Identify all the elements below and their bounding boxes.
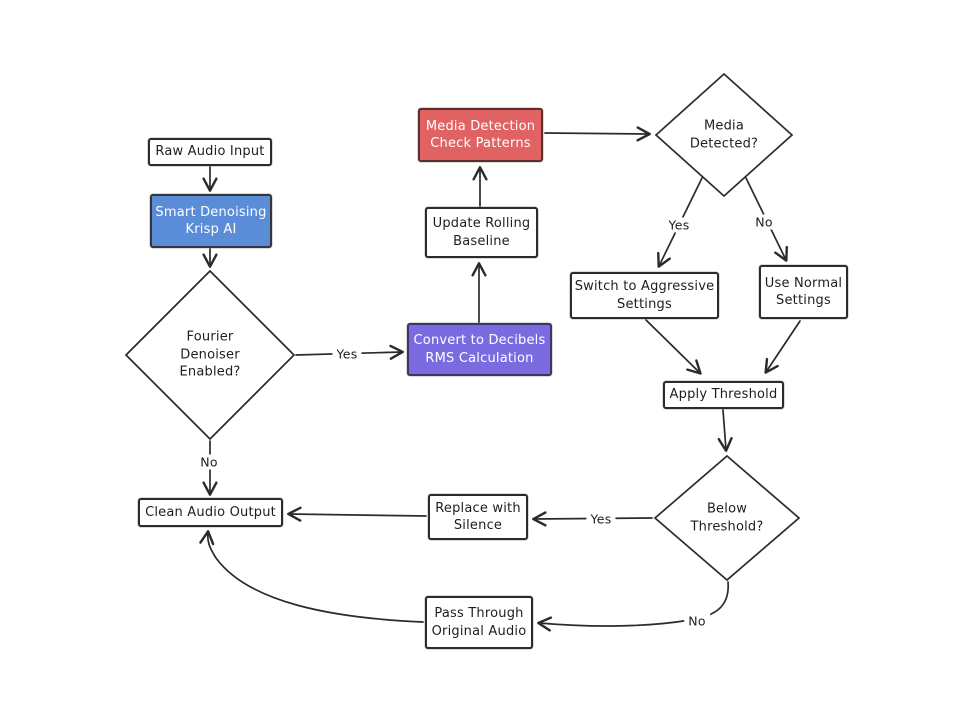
edge-threshold-to-below xyxy=(717,409,733,452)
decision-media-detected-label: Media Detected? xyxy=(689,118,759,151)
decision-below-threshold-shape xyxy=(653,454,801,582)
edge-label-fourier-yes: Yes xyxy=(332,346,362,362)
decision-fourier-denoiser-label: Fourier Denoiser Enabled? xyxy=(179,329,241,380)
decision-below-threshold-label: Below Threshold? xyxy=(690,501,764,534)
edge-label-media-yes: Yes xyxy=(664,217,694,233)
node-clean-audio-output: Clean Audio Output xyxy=(138,498,283,527)
node-apply-threshold: Apply Threshold xyxy=(663,381,784,409)
node-smart-denoising-krisp-ai: Smart Denoising Krisp AI xyxy=(150,194,272,248)
node-pass-through-original-audio: Pass Through Original Audio xyxy=(425,596,533,649)
decision-media-detected-shape xyxy=(654,72,794,198)
decision-fourier-denoiser-shape xyxy=(124,269,296,441)
node-convert-to-decibels: Convert to Decibels RMS Calculation xyxy=(407,323,552,376)
edge-label-media-no: No xyxy=(751,214,777,230)
node-switch-to-aggressive-settings: Switch to Aggressive Settings xyxy=(570,272,719,319)
edge-label-threshold-no: No xyxy=(684,613,710,629)
edge-normal-to-threshold xyxy=(764,320,801,374)
node-raw-audio-input: Raw Audio Input xyxy=(148,138,272,166)
edge-media-to-detected xyxy=(544,126,651,142)
node-media-detection-check-patterns: Media Detection Check Patterns xyxy=(418,108,543,162)
edge-label-fourier-no: No xyxy=(196,454,222,470)
edge-silence-to-clean xyxy=(287,506,427,522)
edge-switch-to-threshold xyxy=(645,319,702,375)
node-use-normal-settings: Use Normal Settings xyxy=(759,265,848,319)
edge-label-threshold-yes: Yes xyxy=(586,511,616,527)
node-replace-with-silence: Replace with Silence xyxy=(428,494,528,540)
edge-passthrough-to-clean xyxy=(199,530,424,623)
node-update-rolling-baseline: Update Rolling Baseline xyxy=(425,207,538,258)
edge-below-no-to-passthrough xyxy=(537,581,729,632)
